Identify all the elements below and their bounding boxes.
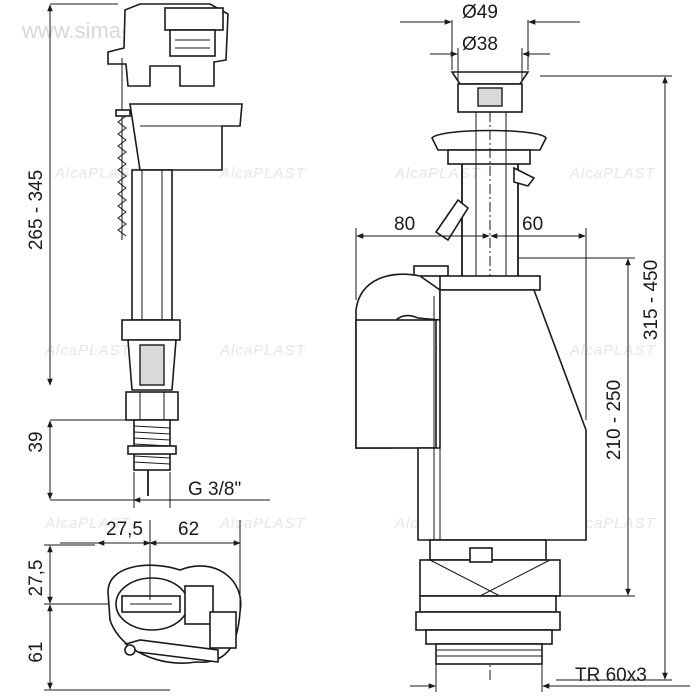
svg-text:AlcaPLAST: AlcaPLAST — [219, 342, 307, 359]
fill-valve-top-view — [107, 564, 242, 664]
dim-thread-size: G 3/8" — [133, 472, 270, 508]
svg-text:AlcaPLAST: AlcaPLAST — [569, 342, 657, 359]
dim-depth-top: 27,5 — [26, 544, 108, 605]
svg-text:80: 80 — [394, 214, 415, 235]
dim-total-range: 315 - 450 — [540, 75, 672, 681]
dim-width-right: 62 — [149, 519, 241, 612]
dim-overflow-range: 210 - 250 — [518, 257, 635, 597]
svg-text:AlcaPLAST: AlcaPLAST — [219, 165, 307, 182]
svg-text:AlcaPLAST: AlcaPLAST — [54, 165, 142, 182]
dim-depth-bottom: 61 — [26, 604, 170, 691]
svg-text:AlcaPLAST: AlcaPLAST — [44, 342, 132, 359]
svg-text:27,5: 27,5 — [106, 519, 143, 540]
dim-button-inner: Ø38 — [430, 34, 550, 82]
svg-text:265 - 345: 265 - 345 — [26, 170, 47, 250]
dim-button-outer: Ø49 — [400, 2, 580, 70]
svg-text:62: 62 — [178, 519, 199, 540]
svg-text:AlcaPLAST: AlcaPLAST — [569, 515, 657, 532]
svg-text:315 - 450: 315 - 450 — [641, 260, 662, 340]
flush-valve — [355, 71, 587, 680]
dim-height-range: 265 - 345 — [26, 3, 148, 501]
svg-text:AlcaPLAST: AlcaPLAST — [394, 165, 482, 182]
dim-right-offset: 60 — [490, 214, 587, 420]
dim-thread-nut: TR 60x3 — [410, 664, 690, 692]
svg-text:G 3/8": G 3/8" — [188, 479, 241, 500]
svg-text:27,5: 27,5 — [26, 560, 47, 597]
svg-text:210 - 250: 210 - 250 — [604, 380, 625, 460]
svg-text:Ø49: Ø49 — [462, 2, 498, 23]
dim-left-offset: 80 — [355, 214, 490, 300]
dim-thread-length: 39 — [26, 419, 130, 500]
svg-text:60: 60 — [522, 214, 543, 235]
svg-text:AlcaPLAST: AlcaPLAST — [44, 515, 132, 532]
svg-text:TR 60x3: TR 60x3 — [575, 665, 647, 686]
svg-text:AlcaPLAST: AlcaPLAST — [569, 165, 657, 182]
svg-text:Ø38: Ø38 — [462, 34, 498, 55]
svg-text:61: 61 — [26, 641, 47, 662]
fill-valve-side-view — [107, 3, 243, 496]
svg-text:39: 39 — [26, 431, 47, 452]
svg-text:AlcaPLAST: AlcaPLAST — [219, 515, 307, 532]
